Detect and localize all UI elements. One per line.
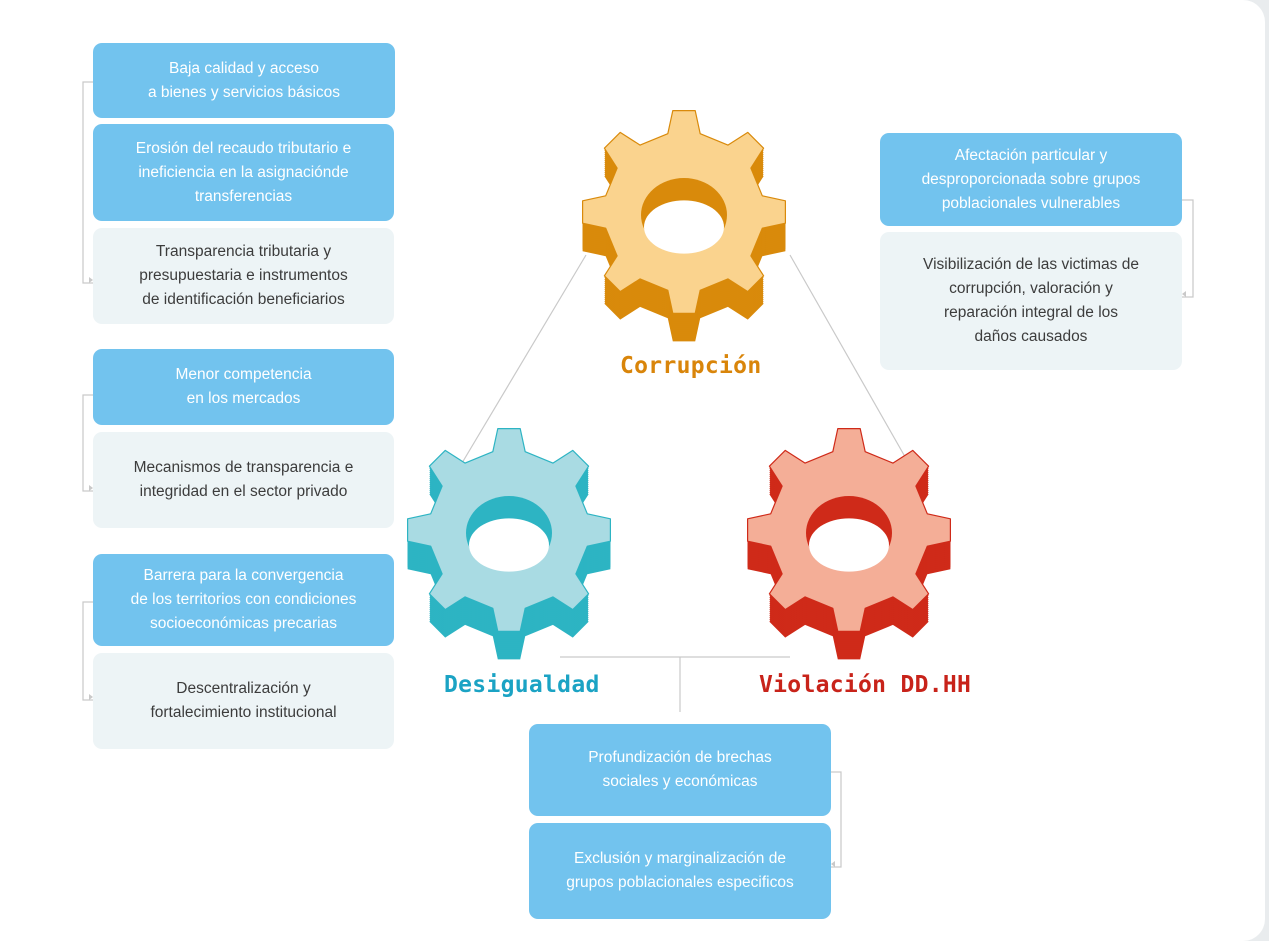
gear-label-desigualdad: Desigualdad	[444, 672, 600, 698]
gear-violacion-icon	[747, 428, 951, 660]
box-mecanismos-transparencia: Mecanismos de transparencia e integridad…	[93, 432, 394, 528]
box-afectacion-particular: Afectación particular y desproporcionada…	[880, 133, 1182, 226]
bracket-left-3	[82, 601, 93, 701]
bracket-bottom	[831, 771, 842, 868]
gear-corrupcion-icon	[582, 110, 786, 342]
bracket-left-2	[82, 394, 93, 492]
box-barrera-convergencia: Barrera para la convergencia de los terr…	[93, 554, 394, 646]
bracket-right	[1182, 199, 1194, 298]
box-exclusion-marginalizacion: Exclusión y marginalización de grupos po…	[529, 823, 831, 919]
line-corrupcion-violacion	[789, 254, 909, 463]
box-visibilizacion-victimas: Visibilización de las victimas de corrup…	[880, 232, 1182, 370]
box-menor-competencia: Menor competencia en los mercados	[93, 349, 394, 425]
bracket-left-1	[82, 81, 93, 284]
gear-label-violacion: Violación DD.HH	[759, 672, 972, 698]
gear-label-corrupcion: Corrupción	[620, 353, 762, 379]
box-transparencia-tributaria: Transparencia tributaria y presupuestari…	[93, 228, 394, 324]
box-profundizacion-brechas: Profundización de brechas sociales y eco…	[529, 724, 831, 816]
box-baja-calidad: Baja calidad y acceso a bienes y servici…	[93, 43, 395, 118]
box-descentralizacion: Descentralización y fortalecimiento inst…	[93, 653, 394, 749]
box-erosion-recaudo: Erosión del recaudo tributario e inefici…	[93, 124, 394, 221]
gear-desigualdad-icon	[407, 428, 611, 660]
line-corrupcion-desigualdad	[461, 254, 587, 464]
